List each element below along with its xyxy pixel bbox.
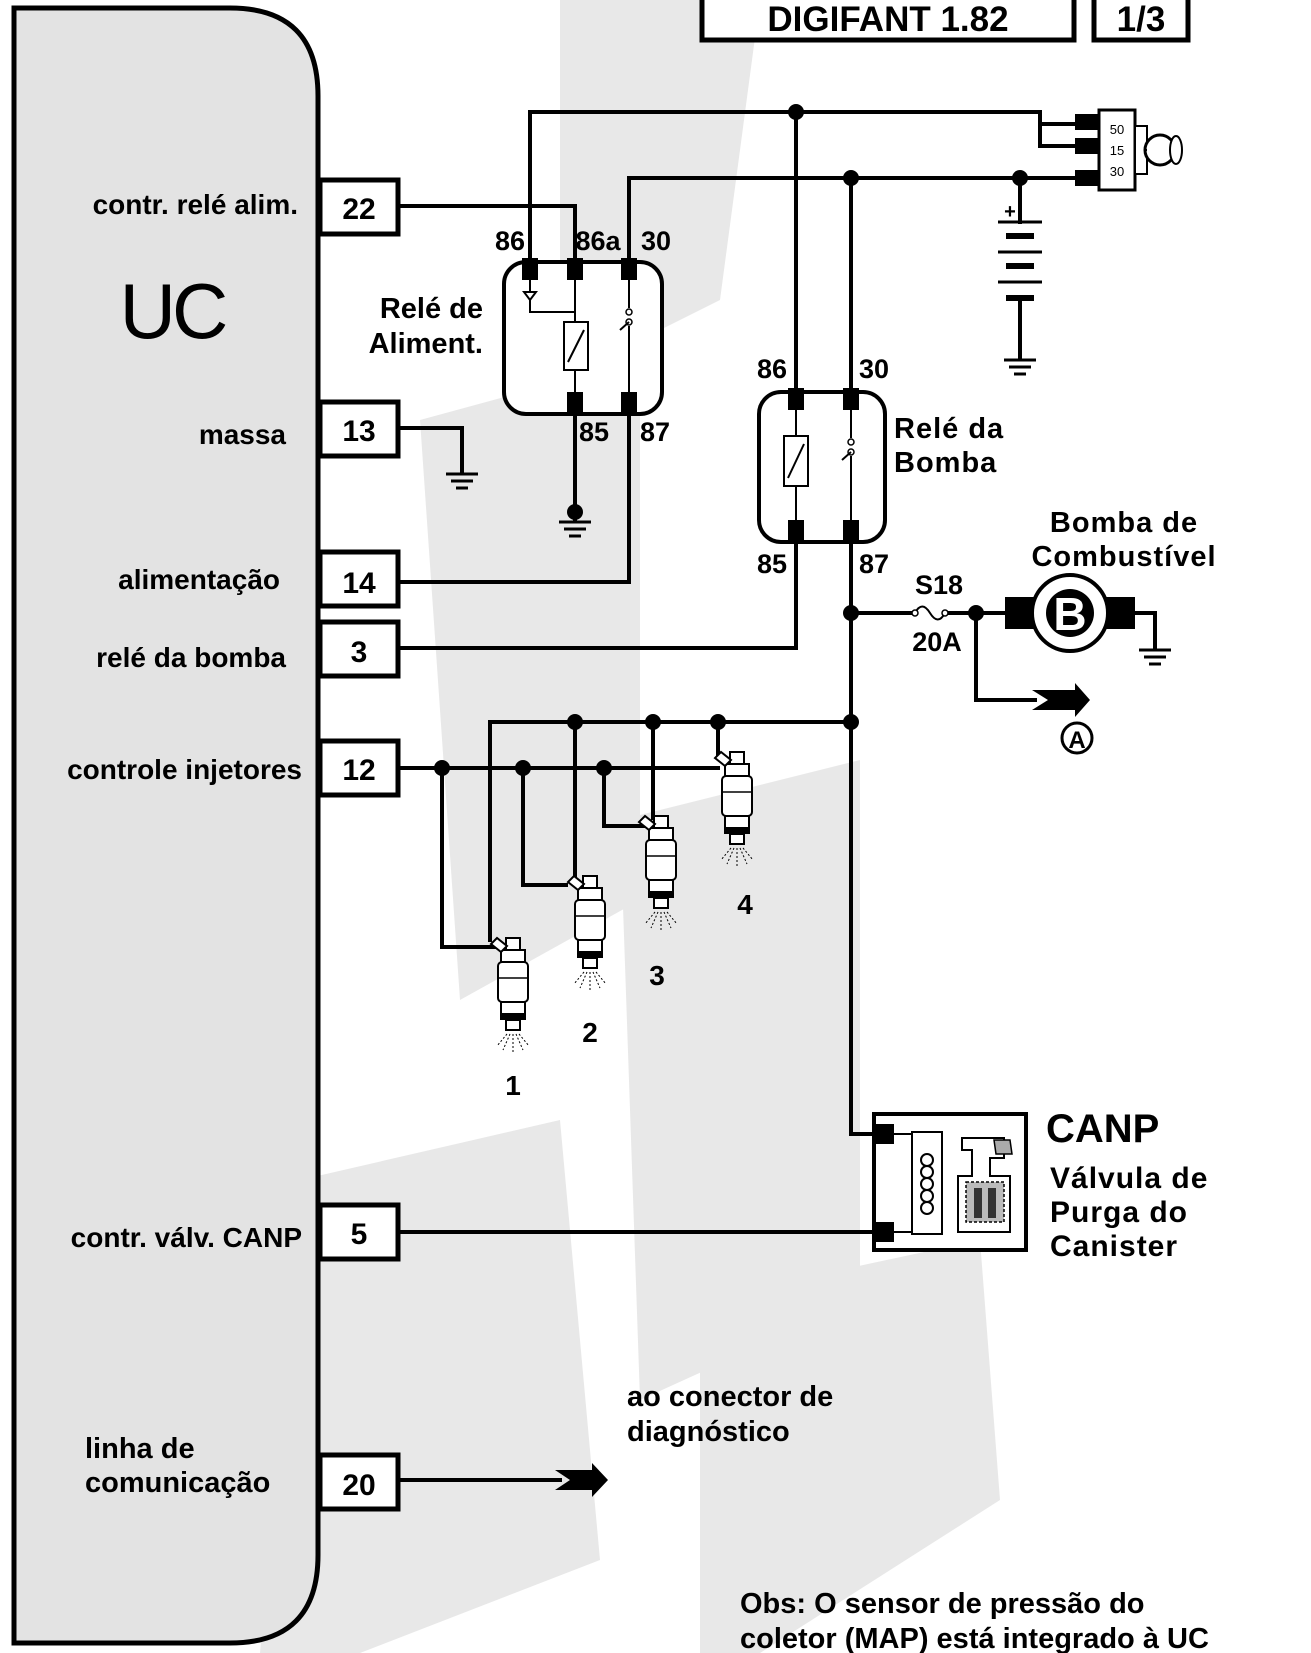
pin-22-number: 22 xyxy=(342,193,375,226)
relay-alim-terminal-85: 85 xyxy=(579,417,609,447)
connector-a-icon xyxy=(1060,721,1094,755)
pin-12-number: 12 xyxy=(342,754,375,787)
pin-3-label: relé da bomba xyxy=(96,642,286,673)
header-page-box xyxy=(1091,0,1191,43)
ignition-terminal-30: 30 xyxy=(1110,164,1124,179)
pin-3-number: 3 xyxy=(351,636,368,669)
junction-dots xyxy=(434,104,1028,776)
injector-2-number: 2 xyxy=(582,1017,598,1048)
relay-bomba-terminal-86: 86 xyxy=(757,354,787,384)
relay-alim-terminal-86: 86 xyxy=(495,226,525,256)
pin-14-label: alimentação xyxy=(118,564,280,595)
relay-bomba-name-line2: Bomba xyxy=(894,447,997,479)
relay-alim-terminal-30: 30 xyxy=(641,226,671,256)
canp-title: CANP xyxy=(1046,1107,1159,1151)
battery-ground-icon xyxy=(1002,348,1038,376)
relay-alim-terminal-86a: 86a xyxy=(575,226,621,256)
relay-bomba xyxy=(757,388,887,544)
canp-desc-line3: Canister xyxy=(1050,1230,1178,1263)
pump-symbol-label: B xyxy=(1053,588,1086,640)
battery-plus-label: + xyxy=(1004,201,1016,223)
header-system-title: DIGIFANT 1.82 xyxy=(767,0,1008,39)
injector-4-number: 4 xyxy=(737,889,753,920)
relay-bomba-terminal-30: 30 xyxy=(859,354,889,384)
arrow-to-diag xyxy=(555,1463,608,1497)
canp-valve-icon xyxy=(872,1112,1028,1252)
uc-title: UC xyxy=(120,267,226,355)
ignition-switch xyxy=(1075,108,1183,192)
fuse-name: S18 xyxy=(915,570,963,600)
battery xyxy=(998,220,1042,350)
header-page-number: 1/3 xyxy=(1117,0,1166,39)
relay-bomba-name-line1: Relé da xyxy=(894,413,1004,445)
fuel-pump-icon xyxy=(1005,573,1157,653)
pin-20-label-line1: linha de xyxy=(85,1433,195,1465)
pump-title-line2: Combustível xyxy=(1031,541,1216,573)
ignition-terminal-50: 50 xyxy=(1110,122,1124,137)
fuse-icon xyxy=(911,605,949,621)
diag-label-line1: ao conector de xyxy=(627,1381,833,1413)
pin-12-label: controle injetores xyxy=(67,754,302,785)
pin-22-label: contr. relé alim. xyxy=(93,189,298,220)
injector-3-number: 3 xyxy=(649,960,665,991)
pin-13-label: massa xyxy=(199,419,287,450)
pin-5-number: 5 xyxy=(351,1218,368,1251)
relay-alim-terminal-87: 87 xyxy=(640,417,670,447)
relay-bomba-terminal-87: 87 xyxy=(859,549,889,579)
canp-desc-line2: Purga do xyxy=(1050,1196,1188,1229)
canp-desc-line1: Válvula de xyxy=(1050,1162,1208,1195)
ignition-terminal-15: 15 xyxy=(1110,143,1124,158)
relay-alim-name-line1: Relé de xyxy=(380,293,483,325)
pin-13-number: 13 xyxy=(342,415,375,448)
pin-20-label-line2: comunicação xyxy=(85,1467,270,1499)
relay-alim xyxy=(502,258,664,416)
pump-title-line1: Bomba de xyxy=(1050,507,1198,539)
note-line1: Obs: O sensor de pressão do xyxy=(740,1588,1145,1620)
connector-a-label: A xyxy=(1068,727,1085,754)
injector-1-number: 1 xyxy=(505,1070,521,1101)
relay-bomba-terminal-85: 85 xyxy=(757,549,787,579)
pin-20-number: 20 xyxy=(342,1469,375,1502)
wires xyxy=(396,110,1077,1482)
header-system-box xyxy=(699,0,1077,43)
note-line2: coletor (MAP) está integrado à UC xyxy=(740,1623,1209,1653)
pin-5-label: contr. válv. CANP xyxy=(71,1222,302,1253)
diag-label-line2: diagnóstico xyxy=(627,1416,790,1448)
arrow-to-a xyxy=(1032,683,1090,717)
uc-pin-boxes xyxy=(317,177,401,1512)
pump-ground-icon xyxy=(1137,638,1173,666)
fuse-rating: 20A xyxy=(912,627,962,657)
relay-alim-name-line2: Aliment. xyxy=(369,328,483,360)
pin-14-number: 14 xyxy=(342,567,376,600)
uc-box xyxy=(11,5,321,1646)
